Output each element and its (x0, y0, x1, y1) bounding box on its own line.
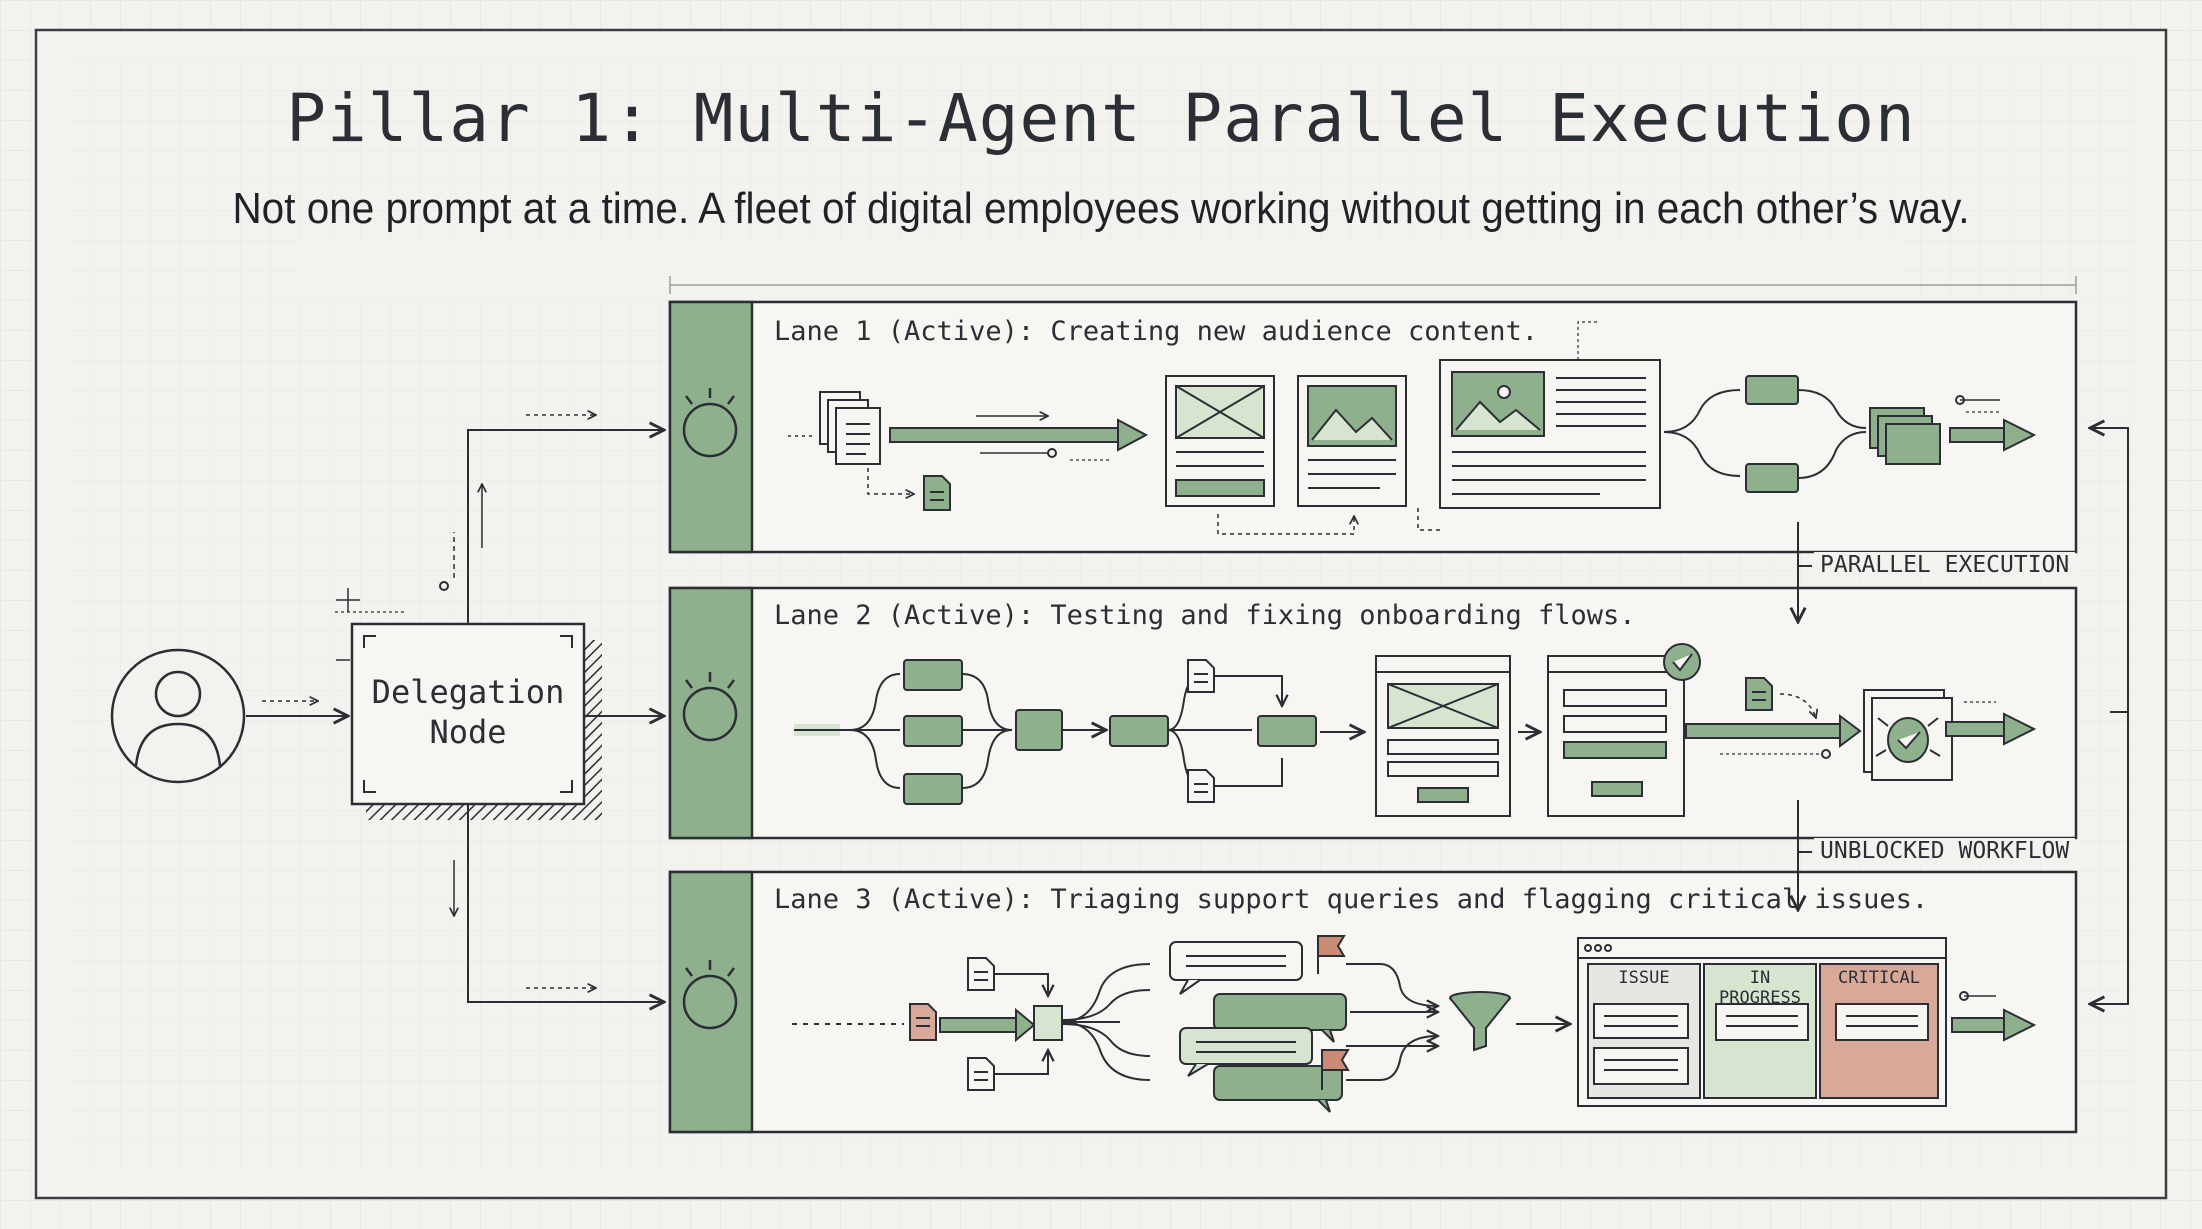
lane-3-label: Lane 3 (Active): Triaging support querie… (774, 884, 1929, 915)
page-title: Pillar 1: Multi-Agent Parallel Execution (286, 80, 1916, 157)
delegation-node: Delegation Node (352, 672, 584, 752)
user-icon (110, 648, 246, 784)
file-icon-top (967, 957, 995, 991)
bug-fixed-icon (1863, 689, 1953, 781)
lane-1-status-icon (682, 388, 738, 458)
delegation-node-line2: Node (429, 713, 507, 751)
lane-2-status-icon (682, 672, 738, 742)
wireframe-card-icon (1165, 375, 1275, 507)
flag-icon-top (1317, 935, 1346, 974)
parallel-execution-label: PARALLEL EXECUTION (1814, 552, 2076, 578)
chat-bubbles-icon (1169, 941, 1347, 1113)
dimension-line (669, 276, 2077, 294)
lane-3-status-icon (682, 960, 738, 1030)
article-layout-icon (1439, 359, 1661, 509)
file-icon-red (909, 1003, 937, 1041)
delegation-node-box (335, 588, 602, 820)
file-icon-bottom (967, 1057, 995, 1091)
page-subtitle: Not one prompt at a time. A fleet of dig… (232, 184, 1970, 233)
file-icon-upper (1187, 659, 1215, 693)
flag-icon-bottom (1321, 1049, 1350, 1090)
stacked-cards-icon (1869, 407, 1941, 465)
delegation-node-line1: Delegation (371, 673, 565, 711)
file-icon (923, 475, 951, 511)
kanban-board (1577, 937, 1947, 1107)
kanban-column-issue: ISSUE (1618, 968, 1670, 988)
unblocked-workflow-label: UNBLOCKED WORKFLOW (1814, 838, 2076, 864)
wireframe-form-window (1375, 655, 1511, 817)
file-icon-green (1745, 677, 1773, 711)
funnel-icon (1449, 991, 1511, 1052)
form-window-verified (1547, 643, 1701, 817)
file-icon-lower (1187, 769, 1215, 803)
kanban-column-in-progress: IN PROGRESS (1719, 968, 1801, 1008)
kanban-column-critical: CRITICAL (1838, 968, 1920, 988)
lane-2-flow (794, 643, 2037, 817)
lane-2-label: Lane 2 (Active): Testing and fixing onbo… (774, 600, 1636, 631)
lane-3-flow (792, 935, 2037, 1113)
lane-1-label: Lane 1 (Active): Creating new audience c… (774, 316, 1539, 347)
lane-1-flow (788, 321, 2037, 535)
document-stack-icon (819, 391, 881, 465)
image-card-icon (1297, 375, 1407, 507)
